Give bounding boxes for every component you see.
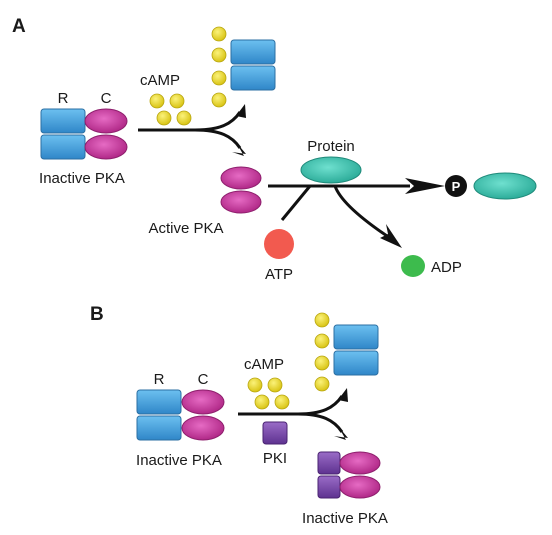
pki-catalytic-complex [317, 451, 381, 499]
arrowhead [380, 224, 402, 248]
label-protein: Protein [307, 138, 355, 155]
label-r-a: R [58, 90, 69, 107]
label-inactive-pka-a: Inactive PKA [39, 170, 125, 187]
label-c-b: C [198, 371, 209, 388]
atp-molecule [264, 229, 294, 259]
arrowhead [334, 426, 348, 440]
inactive-pka-complex-a [40, 108, 128, 160]
label-phosphate: P [452, 179, 461, 194]
adp-molecule [401, 255, 425, 277]
label-pki: PKI [263, 450, 287, 467]
label-adp: ADP [431, 259, 462, 276]
protein-substrate [300, 156, 362, 184]
label-active-pka: Active PKA [148, 220, 223, 237]
regulatory-camp-product-a [211, 26, 276, 108]
label-camp-a: cAMP [140, 72, 180, 89]
regulatory-camp-product-b [314, 312, 379, 392]
phosphate-icon [445, 175, 467, 197]
pki-inhibitor [262, 421, 288, 445]
label-inactive-pka-product: Inactive PKA [302, 510, 388, 527]
label-camp-b: cAMP [244, 356, 284, 373]
inactive-pka-complex-b [136, 389, 225, 441]
regulatory-subunit [40, 134, 86, 160]
label-atp: ATP [265, 266, 293, 283]
catalytic-subunit [84, 108, 128, 134]
arrowhead [232, 142, 246, 156]
phosphorylated-protein [473, 172, 537, 200]
arrowhead [236, 104, 246, 118]
arrowhead [338, 388, 348, 402]
camp-group-b [247, 377, 290, 410]
arrowhead [405, 178, 445, 194]
label-c-a: C [101, 90, 112, 107]
activation-arrow-b [238, 395, 344, 433]
panel-a-letter: A [12, 16, 26, 37]
camp-group-a [149, 93, 192, 126]
catalytic-subunit [84, 134, 128, 160]
regulatory-subunit [40, 108, 86, 134]
panel-b-letter: B [90, 304, 104, 325]
active-pka [220, 166, 262, 214]
label-r-b: R [154, 371, 165, 388]
phosphorylation-arrows [268, 184, 410, 240]
label-inactive-pka-b: Inactive PKA [136, 452, 222, 469]
